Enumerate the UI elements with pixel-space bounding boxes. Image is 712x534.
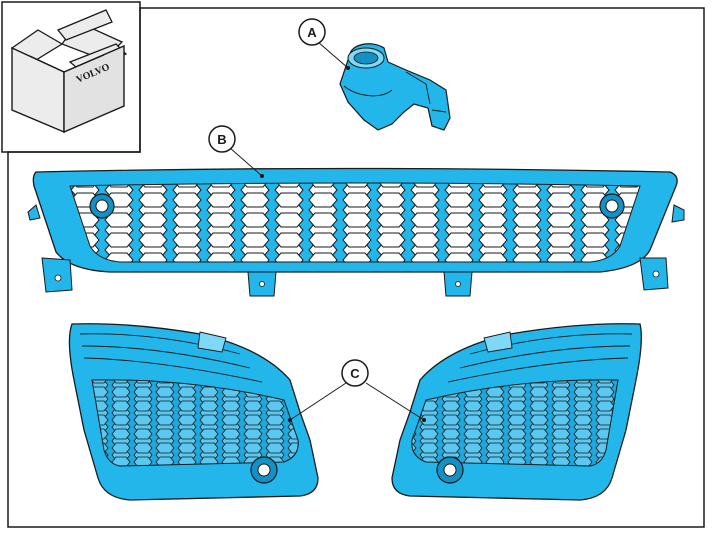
callout-b: B <box>208 125 236 153</box>
parts-box-icon: VOLVO <box>10 9 128 134</box>
leader-lines <box>229 41 425 421</box>
leader-dots <box>260 66 426 422</box>
lower-grille-part <box>27 167 685 297</box>
callout-a-label: A <box>307 25 317 40</box>
fog-bezel-left-part <box>68 323 319 501</box>
callout-a: A <box>298 18 326 46</box>
callout-c: C <box>341 359 369 387</box>
callout-b-label: B <box>217 132 226 147</box>
kit-box-frame <box>1 1 141 153</box>
fog-bezel-right-part <box>391 323 642 501</box>
callout-c-label: C <box>350 366 360 381</box>
parking-sensor-part <box>339 43 451 131</box>
